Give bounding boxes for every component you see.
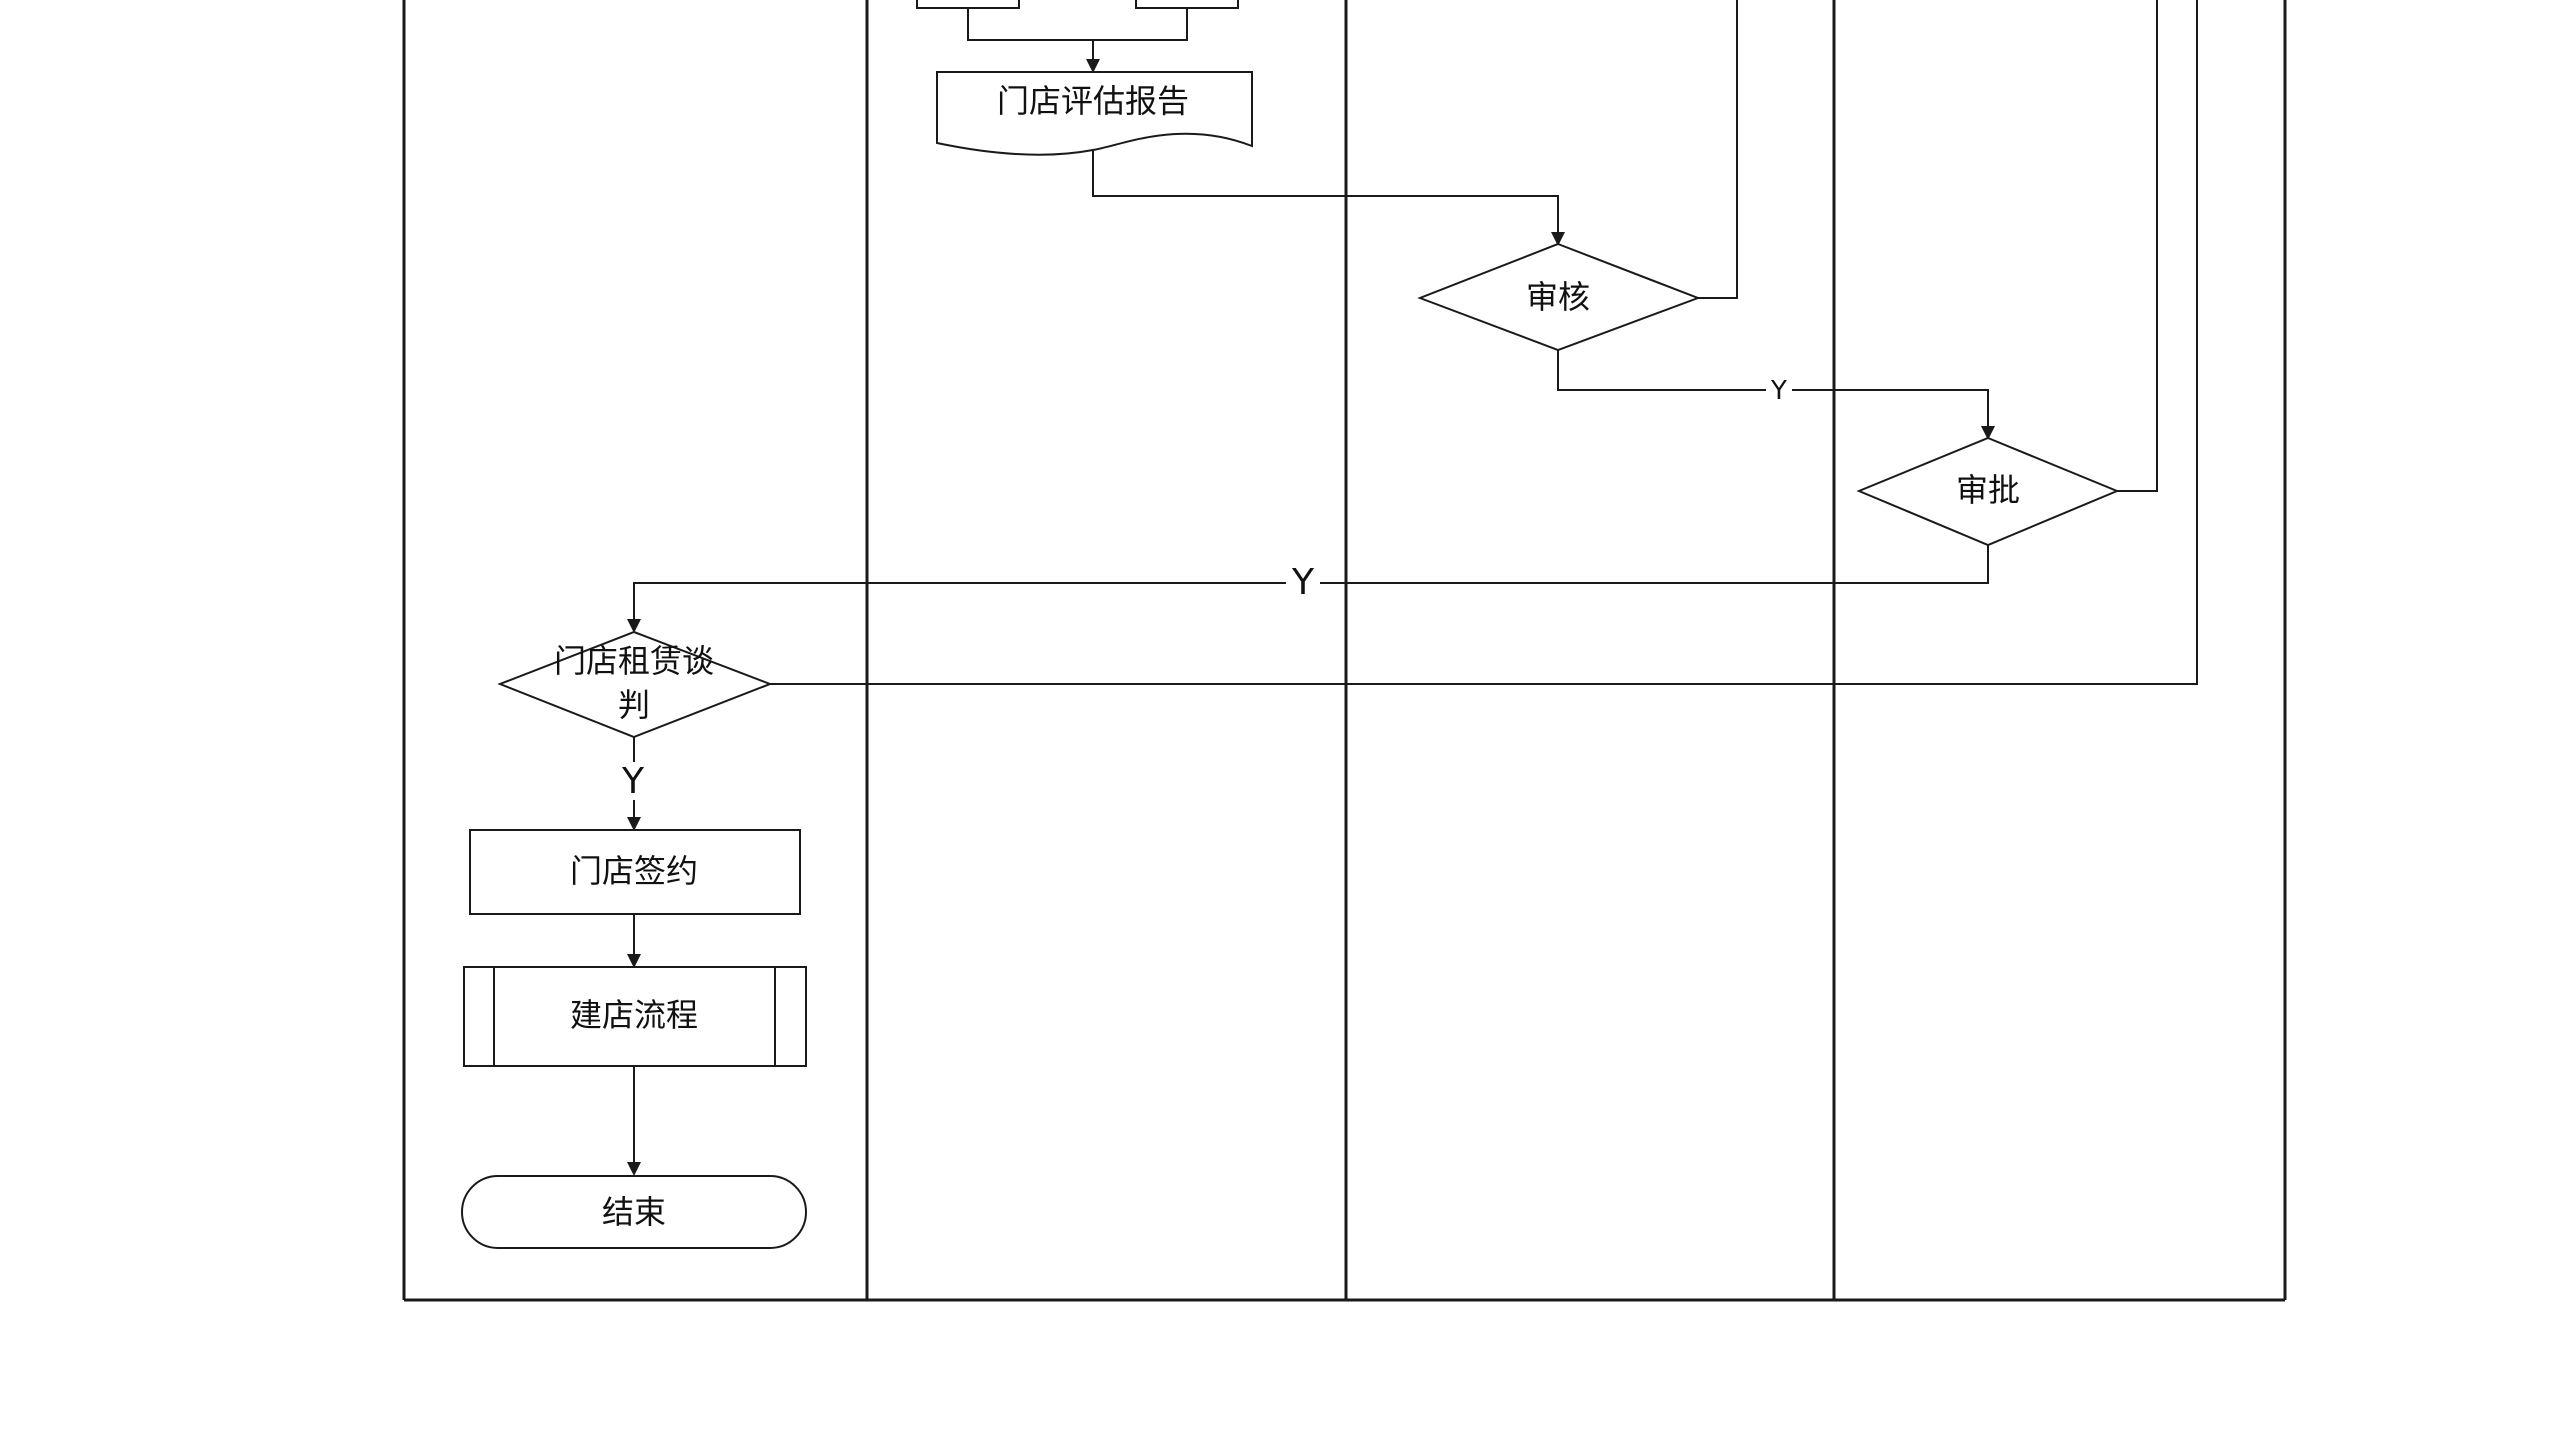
node-report-label: 门店评估报告 bbox=[997, 82, 1189, 120]
connector-negotiate-return bbox=[770, 0, 2198, 685]
decision-diamond-approve bbox=[1856, 436, 2120, 547]
partial-box-right bbox=[1135, 0, 1239, 9]
connector-partials-merge bbox=[967, 8, 1188, 41]
connector-approve-return bbox=[2117, 0, 2158, 492]
partial-boxes-top bbox=[916, 0, 1239, 9]
edge-label-review-approve: Y bbox=[1770, 376, 1787, 406]
node-approve-label: 审批 bbox=[1956, 471, 2020, 509]
document-shape bbox=[936, 71, 1253, 156]
node-negotiate-label-line2: 判 bbox=[618, 686, 650, 724]
connector-report-to-review bbox=[1092, 150, 1565, 246]
connector-review-return bbox=[1698, 0, 1738, 299]
node-end-label: 结束 bbox=[602, 1193, 666, 1231]
node-report: 门店评估报告 bbox=[936, 71, 1253, 156]
node-review-label: 审核 bbox=[1526, 278, 1590, 316]
node-negotiate-label-line1: 门店租赁谈 bbox=[554, 642, 714, 680]
edge-label-approve-negotiate: Y bbox=[1291, 562, 1315, 603]
node-approve: 审批 bbox=[1856, 436, 2120, 547]
partial-box-left bbox=[916, 0, 1020, 9]
decision-diamond-review bbox=[1417, 242, 1701, 352]
node-review: 审核 bbox=[1417, 242, 1701, 352]
node-build-label: 建店流程 bbox=[570, 996, 698, 1034]
node-sign: 门店签约 bbox=[469, 829, 801, 915]
process-box-sign bbox=[469, 829, 801, 915]
node-build: 建店流程 bbox=[463, 966, 807, 1067]
swimlane-frame bbox=[402, 0, 2287, 1302]
edge-label-negotiate-sign: Y bbox=[621, 761, 645, 802]
node-negotiate: 门店租赁谈 判 bbox=[497, 630, 773, 739]
subprocess-box-build bbox=[463, 966, 807, 1067]
decision-diamond-negotiate bbox=[497, 630, 773, 739]
edge-labels: Y Y Y bbox=[616, 375, 1792, 802]
node-end: 结束 bbox=[461, 1175, 807, 1249]
terminator-end bbox=[461, 1175, 807, 1249]
node-sign-label: 门店签约 bbox=[570, 852, 698, 890]
